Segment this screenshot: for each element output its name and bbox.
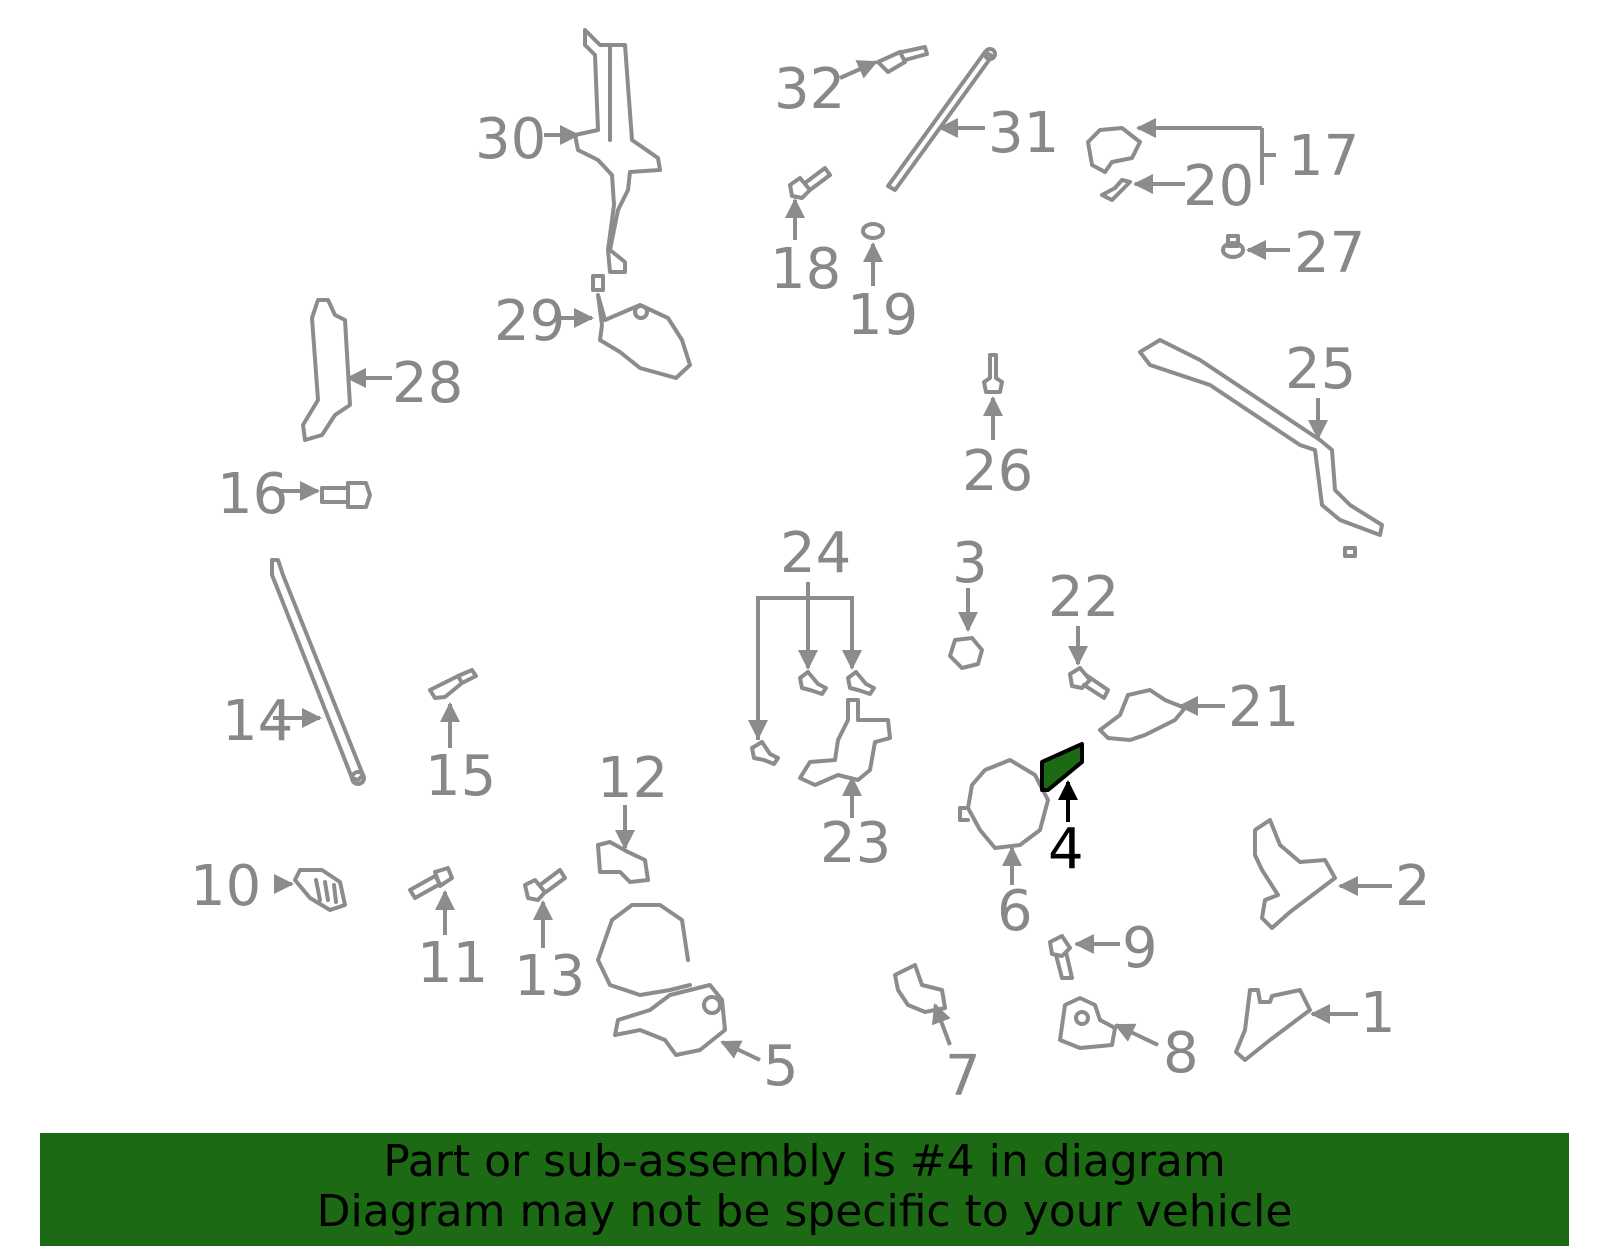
label-13: 13	[514, 944, 585, 1009]
part-7-seal	[893, 963, 947, 1014]
banner-line-disclaimer: Diagram may not be specific to your vehi…	[316, 1186, 1293, 1237]
label-12: 12	[597, 746, 668, 811]
label-22: 22	[1048, 565, 1119, 630]
label-17: 17	[1288, 124, 1359, 189]
part-28-trim-panel	[301, 298, 352, 442]
label-25: 25	[1285, 337, 1356, 402]
label-26: 26	[962, 439, 1033, 504]
label-4: 4	[1048, 817, 1084, 882]
part-4-highlighted	[1040, 742, 1084, 792]
label-24: 24	[780, 521, 851, 586]
label-32: 32	[774, 57, 845, 122]
part-29-actuator	[591, 274, 692, 380]
label-27: 27	[1294, 221, 1365, 286]
label-29: 29	[494, 289, 565, 354]
info-banner: Part or sub-assembly is #4 in diagram Di…	[40, 1133, 1569, 1246]
label-30: 30	[475, 107, 546, 172]
label-31: 31	[988, 101, 1059, 166]
label-11: 11	[417, 931, 488, 996]
part-6-motor	[958, 758, 1050, 850]
label-6: 6	[997, 879, 1033, 944]
part-16-bolt	[320, 481, 372, 509]
part-17-bumper	[1086, 126, 1142, 174]
leader-lines	[273, 60, 1392, 1062]
part-1-handle	[1234, 988, 1312, 1062]
part-11-bolt	[408, 866, 454, 900]
label-3: 3	[952, 531, 988, 596]
label-1: 1	[1360, 981, 1396, 1046]
part-27-clip	[1221, 234, 1245, 259]
part-31-rod	[886, 47, 997, 192]
part-13-bolt	[523, 868, 567, 902]
label-18: 18	[770, 237, 841, 302]
part-19-grommet	[861, 222, 885, 240]
part-30-cable-bracket	[573, 28, 662, 274]
part-2-handle	[1253, 818, 1337, 930]
part-32-pin	[876, 45, 929, 74]
label-16: 16	[217, 462, 288, 527]
label-8: 8	[1163, 1021, 1199, 1086]
part-15-screw	[428, 668, 478, 700]
part-9-bolt	[1048, 934, 1074, 980]
banner-line-part: Part or sub-assembly is #4 in diagram	[383, 1136, 1226, 1187]
label-10: 10	[190, 854, 261, 919]
part-18-screw	[788, 166, 832, 200]
label-9: 9	[1122, 916, 1158, 981]
part-14-gas-strut	[270, 558, 366, 786]
label-28: 28	[392, 351, 463, 416]
part-24-bolts	[750, 670, 876, 766]
label-14: 14	[222, 689, 293, 754]
label-5: 5	[763, 1034, 799, 1099]
part-21-bracket	[1098, 688, 1187, 742]
part-3-nut	[948, 636, 984, 670]
label-20: 20	[1183, 154, 1254, 219]
part-23-bracket	[798, 698, 892, 787]
part-26-stud	[982, 353, 1004, 394]
label-15: 15	[425, 744, 496, 809]
parts-diagram: 30 32 31 17 20 27 18 19 29 28 16 26 25 2…	[190, 28, 1431, 1109]
part-5-latch-with-cable	[596, 903, 727, 1057]
part-20-bracket	[1100, 178, 1132, 202]
part-25-rail	[1138, 338, 1384, 558]
label-23: 23	[820, 811, 891, 876]
part-10-bracket	[293, 868, 347, 912]
part-22-bolt	[1068, 666, 1110, 700]
part-8-striker	[1058, 996, 1117, 1050]
callout-labels: 30 32 31 17 20 27 18 19 29 28 16 26 25 2…	[190, 57, 1431, 1109]
label-2: 2	[1395, 854, 1431, 919]
label-7: 7	[945, 1044, 981, 1109]
label-19: 19	[847, 283, 918, 348]
label-21: 21	[1228, 675, 1299, 740]
